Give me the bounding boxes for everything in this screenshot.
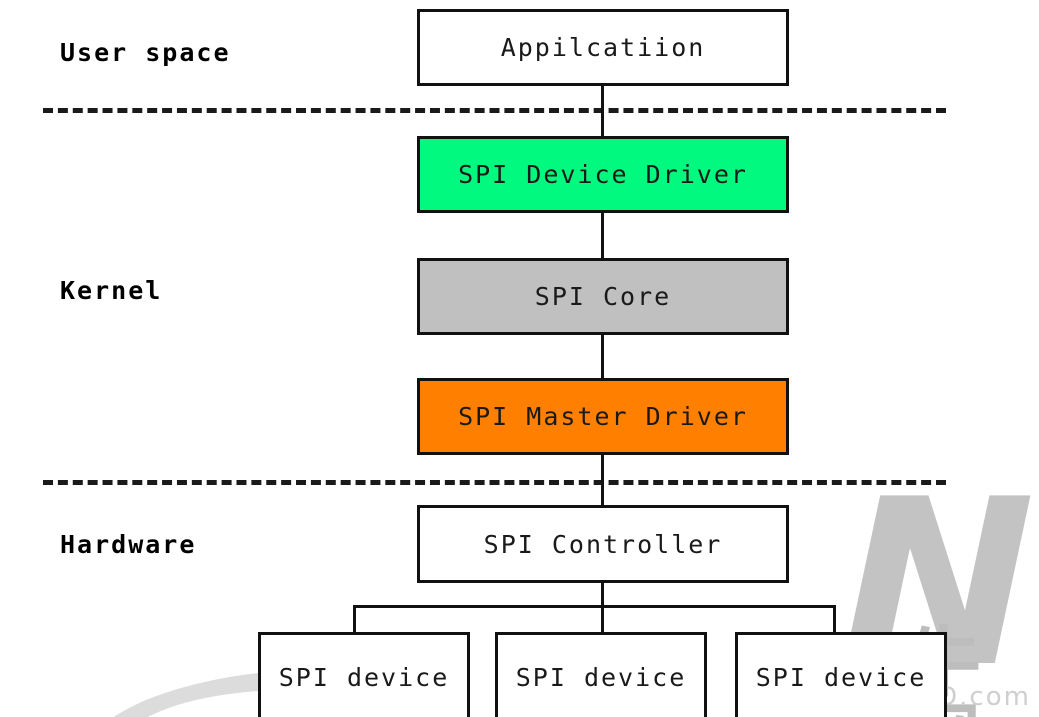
divider-user-kernel — [43, 108, 946, 113]
node-spi-controller[interactable]: SPI Controller — [417, 505, 789, 583]
zone-label-hardware: Hardware — [60, 530, 197, 559]
connector-device-driver-to-core — [601, 213, 604, 258]
node-spi-master-driver[interactable]: SPI Master Driver — [417, 378, 789, 455]
zone-label-user-space: User space — [60, 38, 231, 67]
node-spi-core[interactable]: SPI Core — [417, 258, 789, 335]
node-spi-device-1[interactable]: SPI device — [258, 632, 470, 717]
node-spi-device-3[interactable]: SPI device — [735, 632, 947, 717]
node-spi-device-driver[interactable]: SPI Device Driver — [417, 136, 789, 213]
node-application[interactable]: Appilcatiion — [417, 9, 789, 86]
connector-master-driver-to-controller — [601, 455, 604, 505]
divider-kernel-hardware — [43, 480, 946, 485]
node-spi-device-2[interactable]: SPI device — [495, 632, 707, 717]
connector-bus-to-device-1 — [353, 605, 356, 632]
connector-app-to-device-driver — [601, 86, 604, 136]
zone-label-kernel: Kernel — [60, 276, 163, 305]
connector-core-to-master-driver — [601, 335, 604, 378]
connector-device-bus — [353, 605, 836, 608]
connector-bus-to-device-3 — [833, 605, 836, 632]
